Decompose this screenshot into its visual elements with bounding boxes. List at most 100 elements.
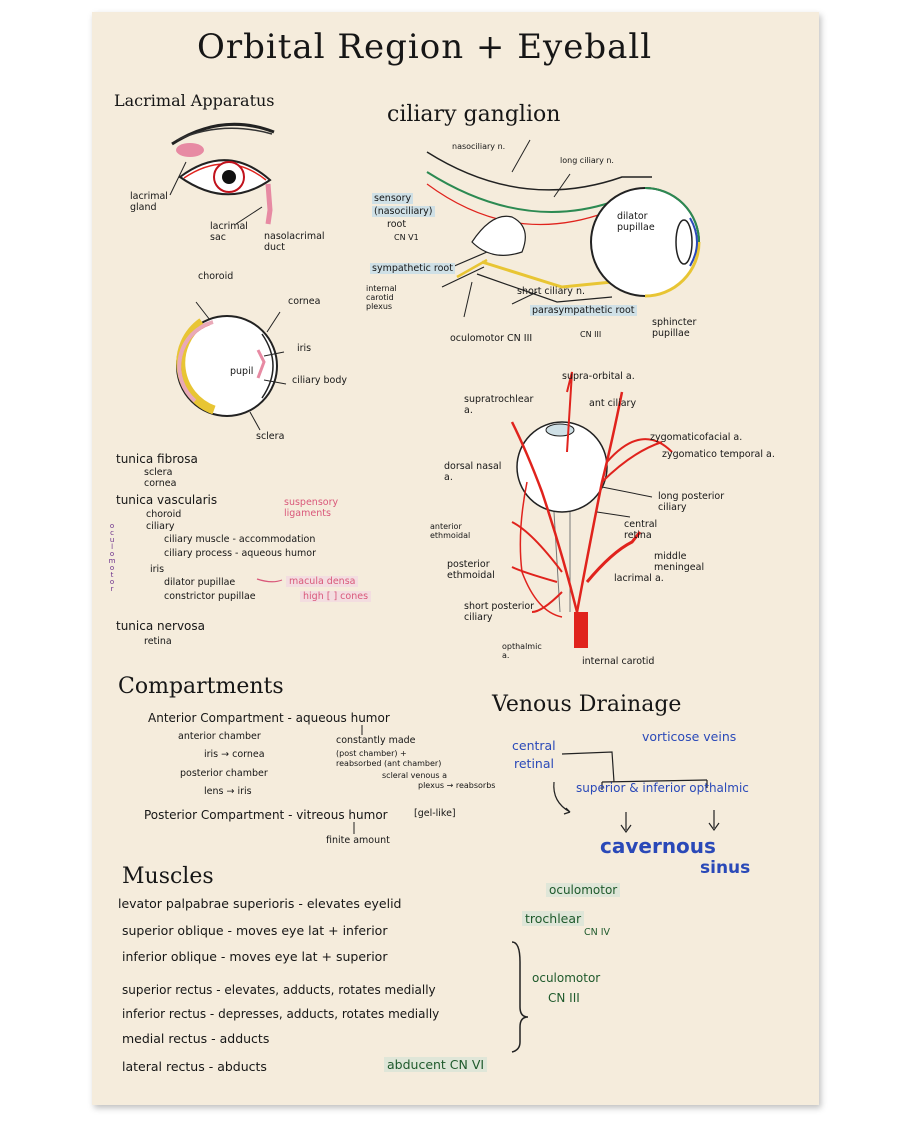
constrictor-line: constrictor pupillae [164,591,256,602]
page-title: Orbital Region + Eyeball [197,27,653,67]
short-ciliary-label: short ciliary n. [517,286,585,297]
posterior-ethmoidal-label: posterior ethmoidal [447,559,495,581]
lacrimal-artery-label: lacrimal a. [614,573,664,584]
nerve-abducent-text: abducent CN VI [384,1057,488,1072]
anterior-compartment: Anterior Compartment - aqueous humor [148,711,390,725]
eyebrow [171,122,275,146]
eyeball-green-arc [644,187,700,243]
muscle-row-7: lateral rectus - abducts [122,1059,267,1074]
choroid-label: choroid [198,271,234,282]
muscle-row-3: inferior oblique - moves eye lat + super… [122,949,388,964]
lacrimal-heading: Lacrimal Apparatus [114,91,275,110]
nerve-abducent: abducent CN VI [384,1057,488,1072]
nerve-oculomotor-1: oculomotor [546,883,621,898]
nasolacrimal-duct-shape [265,183,273,225]
lacrimal-gland-shape [176,143,204,157]
tunica-fibrosa-sclera: sclera [144,467,173,478]
iris-shape [256,349,266,379]
posterior-compartment: Posterior Compartment - vitreous humor [144,808,388,822]
sensory-root-label-1: sensory [372,193,414,205]
macula-densa-note: macula densa [286,576,359,588]
nerve-green [426,171,613,213]
iris-label: iris [297,343,312,354]
zygomatic-arteries [601,438,673,483]
sensory-root-label-2: (nasociliary) [372,206,435,218]
high-cones-text: high [ ] cones [300,591,372,602]
gland-pointer [169,161,187,196]
muscle-row-4: superior rectus - elevates, adducts, rot… [122,983,436,997]
supratrochlear-label: supratrochlear a. [464,394,534,416]
nerve-outline-bottom [476,273,613,303]
muscle-row-6: medial rectus - adducts [122,1031,270,1046]
tunica-fibrosa-cornea: cornea [144,478,177,489]
artery-cornea [545,423,575,437]
oculomotor-vertical-label: oculomotor [108,522,117,592]
compartments-arrows [353,725,363,834]
internal-carotid-label: internal carotid [582,656,655,667]
parasympathetic-root-label: parasympathetic root [530,305,637,317]
root-lines [441,251,488,288]
dilator-pupillae-label: dilator pupillae [617,211,655,233]
branch-bar [601,779,708,783]
ganglion-cornea [689,217,698,267]
supraorbital-label: supra-orbital a. [562,371,635,382]
eyebrow-lower [176,127,273,141]
vorticose-veins: vorticose veins [642,729,737,744]
sympathetic-root-line [456,258,488,279]
nerve-red [426,183,608,226]
reabsorbed-note: reabsorbed (ant chamber) [336,759,442,768]
cornea-arc [261,333,274,399]
illustrations-layer [169,122,720,1053]
tunica-fibrosa: tunica fibrosa [116,452,198,466]
nasociliary-pointer [511,139,531,173]
sinus-label: sinus [700,858,751,878]
macula-densa-text: macula densa [286,576,359,587]
ciliary-muscle-line: ciliary muscle - accommodation [164,534,316,545]
zygomaticotemporal-label: zygomatico temporal a. [662,449,775,460]
artery-eyeball [516,421,608,513]
nerve-outline-top [426,151,652,191]
long-posterior-pointer [601,486,653,498]
left-arrow [620,812,632,834]
nerve-oculomotor-1-text: oculomotor [546,883,621,897]
muscle-row-5: inferior rectus - depresses, adducts, ro… [122,1007,440,1021]
cornea-pointer [266,311,281,333]
sphincter-pupillae-label: sphincter pupillae [652,317,697,339]
artery-main-left [510,421,579,613]
anterior-chamber: anterior chamber [178,731,261,742]
lacrimal-gland-label: lacrimal gland [130,191,168,213]
internal-carotid-plexus-label: internal carotid plexus [366,284,397,312]
finite-amount: finite amount [326,835,390,846]
artery-main-right [575,391,624,613]
sensory-root-label-3: root [387,219,407,230]
opthalmic-label: opthalmic a. [502,642,542,661]
central-retina-pointer [596,511,631,518]
nerve-trochlear-cn: CN IV [584,927,611,938]
ganglion-lens [675,219,693,265]
internal-carotid-block [574,612,588,648]
nerve-trochlear-text: trochlear [522,911,585,926]
poster-sheet: Orbital Region + Eyeball Lacrimal Appara… [92,12,819,1105]
lens-to-iris: lens → iris [204,786,252,797]
nerve-oculomotor-cn: CN III [548,991,580,1005]
central-retina-label: central retina [624,519,658,541]
suspensory-ligaments-note: suspensory ligaments [284,497,339,519]
scleral-venous-note: scleral venous a [382,771,447,780]
long-ciliary-pointer [553,173,571,198]
retina-pink [177,320,214,403]
eye-pupil [222,170,236,184]
eye-cross-section-drawing [176,301,287,431]
nerve-yellow [481,260,613,289]
dorsal-branches [519,481,563,618]
parasympathetic-text: parasympathetic root [530,305,637,316]
muscle-row-1: levator palpabrae superioris - elevates … [118,896,402,911]
post-chamber-note: (post chamber) + [336,749,407,758]
ganglion-body [471,215,526,256]
vascularis-ciliary: ciliary [146,521,175,532]
oculomotor-pointer [463,281,473,318]
high-cones-note: high [ ] cones [300,591,372,603]
tunica-nervosa: tunica nervosa [116,619,205,633]
dorsal-nasal-label: dorsal nasal a. [444,461,502,483]
venous-heading: Venous Drainage [492,692,682,717]
central-retinal-2: retinal [514,756,554,771]
